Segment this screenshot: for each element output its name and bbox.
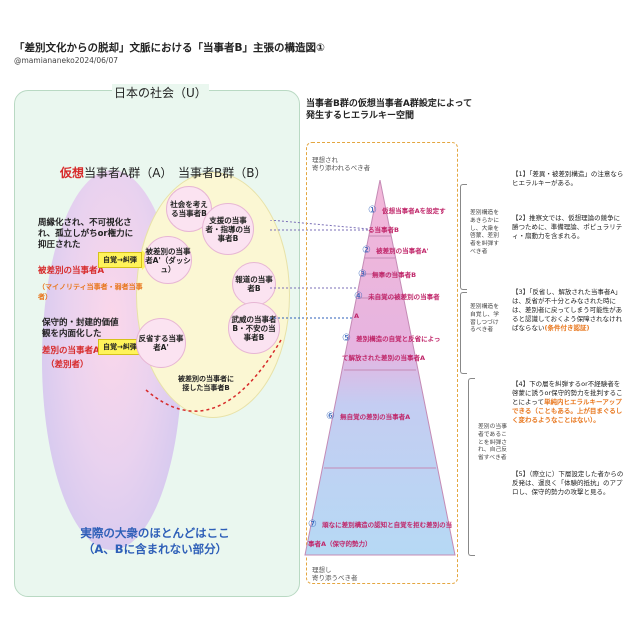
bubble-report: 報道の当事者B — [232, 262, 276, 306]
group-a-lower-text: 保守的・封建的価値観を内面化した — [42, 318, 119, 340]
mass-text: 実際の大衆のほとんどはここ （A、Bに含まれない部分） — [40, 525, 270, 557]
note-1: 【1】「差異・被差別構造」の注意ならヒエラルキーがある。 — [512, 170, 624, 188]
group-a-upper-text: 周縁化され、不可視化され、孤立しがちor権力に抑圧された — [38, 218, 134, 251]
brace-1 — [460, 184, 467, 290]
pyramid-top-label: 理想され 寄り添われるべき者 — [312, 156, 370, 173]
group-a-label-suffix: 当事者A群（A） — [84, 166, 173, 180]
pyramid-bottom-label: 理想し 寄り添うべき者 — [312, 566, 358, 583]
group-a-upper-red: 被差別の当事者A — [38, 266, 105, 276]
layer-7-num: ⑦ — [308, 519, 317, 530]
pyramid-title-line1: 当事者B群の仮想当事者A群設定によって — [306, 99, 473, 109]
group-b-bottom-text: 被差別の当事者に接した当事者B — [178, 375, 234, 393]
layer-5-num: ⑤ — [342, 333, 351, 344]
diagram-title: 「差別文化からの脱却」文脈における「当事者B」主張の構造図① — [14, 42, 325, 54]
layer-2-text: 被差別の当事者A' — [376, 247, 429, 255]
pyramid-title: 当事者B群の仮想当事者A群設定によって 発生するヒエラルキー空間 — [306, 98, 472, 122]
top-label-line2: 寄り添われるべき者 — [312, 164, 371, 173]
bubble-dash-a: 被差別の当事者A'（ダッシュ） — [144, 236, 192, 284]
connector-lines — [270, 220, 381, 319]
society-title: 日本の社会（U） — [112, 84, 209, 101]
layer-6-text: 無自覚の差別の当事者A — [340, 413, 411, 421]
pyramid-shape — [304, 180, 456, 556]
pyramid-frame — [306, 142, 458, 584]
note-3-highlight: (条件付き認証) — [544, 324, 590, 333]
note-4-text: 【4】下の層を糾弾するor不経験者を啓蒙に誘うor保守的勢力を批判することによっ… — [512, 380, 623, 407]
side-note-1: 差別構造をあきらかにし、大衆を啓蒙、差別者を糾弾すべき者 — [470, 210, 499, 256]
layer-5: ⑤ 差別構造の自覚と反省によって解放された差別の当事者A — [342, 326, 442, 364]
note-2: 【2】推察文では、仮想理論の競争に勝つために、準備理論、ポピュラリティ・扇動力を… — [512, 214, 623, 241]
mass-line1: 実際の大衆のほとんどはここ — [80, 526, 230, 540]
brace-3 — [468, 378, 475, 556]
layer-7: ⑦ 頑なに差別構造の認知と自覚を拒む差別の当事者A（保守的勢力） — [308, 512, 458, 550]
group-b-label: 当事者B群（B） — [178, 166, 267, 180]
group-a-label: 仮想当事者A群（A） — [60, 164, 172, 181]
bottom-label-line1: 理想し — [312, 566, 332, 574]
layer-6: ⑥ 無自覚の差別の当事者A — [326, 404, 446, 423]
note-4: 【4】下の層を糾弾するor不経験者を啓蒙に誘うor保守的勢力を批判することによっ… — [512, 380, 624, 425]
layer-4: ④ 未自覚の被差別の当事者A — [354, 284, 444, 322]
note-5: 【5】（際立に）下層設定した者からの反発は、運良く「体験的抵抗」のアプロし、保守… — [512, 470, 624, 497]
note-4-highlight: 単純内ヒエラルキーアップできる（こともある。上が目まぐるしく変わるようなことはな… — [512, 398, 623, 425]
group-a-lower-red2: （差別者） — [46, 360, 89, 370]
layer-7-text: 頑なに差別構造の認知と自覚を拒む差別の当事者A（保守的勢力） — [308, 521, 453, 548]
bubble-anxiety: 武威の当事者B・不安の当事者B — [228, 302, 280, 354]
layer-2-num: ② — [362, 245, 371, 256]
note-3: 【3】「反省し、解放された当事者A」は、反省が不十分とみなされた時には、差別者に… — [512, 288, 624, 333]
brace-2 — [460, 292, 467, 374]
bubble-reflecting-a: 反省する当事者A' — [136, 318, 186, 368]
bubble-support-guide: 支援の当事者・指導の当事者B — [202, 203, 254, 255]
layer-1: ① 仮想当事者Aを設定する当事者B — [368, 198, 448, 236]
side-note-2: 差別構造を自覚し、学習しつづけるべき者 — [470, 304, 499, 334]
group-a-upper-orange: （マイノリティ当事者・弱者当事者） — [38, 283, 143, 301]
bottom-label-line2: 寄り添うべき者 — [312, 574, 358, 583]
side-note-3: 差別の当事者であることを糾弾され、自己反省すべき者 — [478, 424, 508, 462]
group-b-dotted-arc — [145, 339, 282, 412]
layer-1-text: 仮想当事者Aを設定する当事者B — [368, 207, 446, 234]
mass-line2: （A、Bに含まれない部分） — [82, 542, 228, 557]
layer-3-num: ③ — [358, 269, 367, 280]
top-label-line1: 理想され — [312, 156, 338, 164]
arrow-upper: 自覚→糾弾 — [98, 250, 152, 270]
note-3-text: 【3】「反省し、解放された当事者A」は、反省が不十分とみなされた時には、差別者に… — [512, 288, 623, 333]
group-a-lower-red: 差別の当事者A — [42, 346, 100, 356]
layer-4-text: 未自覚の被差別の当事者A — [354, 293, 440, 320]
layer-3-text: 無辜の当事者B — [372, 271, 417, 279]
layer-4-num: ④ — [354, 291, 363, 302]
layer-3: ③ 無辜の当事者B — [358, 262, 448, 281]
layer-1-num: ① — [368, 205, 377, 216]
layer-5-text: 差別構造の自覚と反省によって解放された差別の当事者A — [342, 335, 441, 362]
group-a-label-prefix: 仮想 — [60, 166, 85, 180]
layer-2: ② 被差別の当事者A' — [362, 238, 442, 257]
author-handle: @mamiananeko2024/06/07 — [14, 56, 118, 65]
pyramid-title-line2: 発生するヒエラルキー空間 — [306, 111, 415, 122]
layer-6-num: ⑥ — [326, 411, 335, 422]
